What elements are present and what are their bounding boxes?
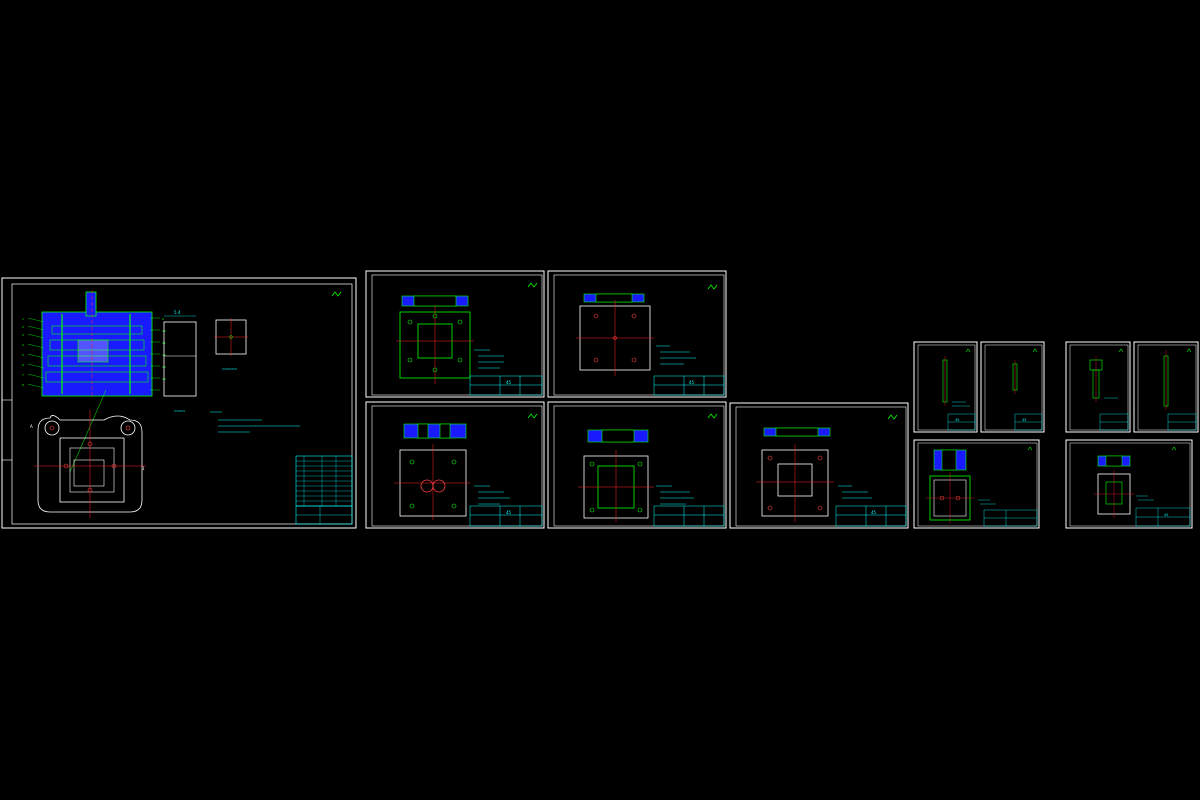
sheet-pin-1[interactable]: 45 xyxy=(913,341,978,433)
svg-text:1: 1 xyxy=(22,317,24,321)
sheet-guide-plate[interactable] xyxy=(913,439,1040,529)
assembly-notes xyxy=(210,411,300,433)
sheet-part-code: 45 xyxy=(506,510,512,515)
svg-text:7: 7 xyxy=(22,373,24,377)
sheet-plate-5[interactable]: 45 xyxy=(729,402,909,529)
svg-text:5: 5 xyxy=(22,353,24,357)
svg-text:4: 4 xyxy=(22,343,24,347)
sheet-part-code: 45 xyxy=(1022,418,1026,422)
assembly-strip-layout: ▭▭▭▭ xyxy=(214,318,248,371)
sheet-part-code: 45 xyxy=(955,418,959,422)
svg-text:8: 8 xyxy=(22,383,24,387)
sheet-plate-1[interactable]: 45 xyxy=(365,270,545,398)
svg-text:2: 2 xyxy=(22,325,24,329)
title-block xyxy=(653,375,725,396)
sheet-frame-inner xyxy=(11,283,353,525)
sheet-part-code: 45 xyxy=(1164,513,1168,517)
assembly-section-label-b: 1 xyxy=(142,466,145,471)
assembly-part-sketch: 5.4 ▭▭▭ xyxy=(163,310,197,413)
svg-text:▭▭▭▭: ▭▭▭▭ xyxy=(222,366,237,371)
title-block xyxy=(469,505,543,527)
sheet-pin-2[interactable]: 45 xyxy=(980,341,1045,433)
assembly-plan-view[interactable]: A 1 xyxy=(30,410,146,518)
sheet-part-code: 45 xyxy=(506,380,512,385)
svg-text:▭▭▭: ▭▭▭ xyxy=(174,408,186,413)
sheet-pin-3[interactable] xyxy=(1133,341,1199,433)
title-block xyxy=(653,505,725,527)
title-block xyxy=(835,505,907,527)
sheet-bolt[interactable] xyxy=(1065,341,1131,433)
assembly-section-label-a: A xyxy=(30,424,33,429)
title-block xyxy=(469,375,543,396)
sheet-plate-2[interactable]: 45 xyxy=(547,270,727,398)
sheet-plate-3[interactable]: 45 xyxy=(365,401,545,529)
sheet-frame-outer xyxy=(1,277,357,529)
svg-text:6: 6 xyxy=(22,363,24,367)
sheet-plate-4[interactable] xyxy=(547,401,727,529)
svg-text:9: 9 xyxy=(162,317,164,321)
sheet-part-code: 45 xyxy=(689,380,695,385)
sheet-part-code: 45 xyxy=(871,510,877,515)
svg-text:3: 3 xyxy=(22,333,24,337)
sheet-small-plate[interactable]: 45 xyxy=(1065,439,1193,529)
assembly-parts-list xyxy=(295,455,353,525)
assembly-label-1: 5.4 xyxy=(174,310,181,315)
